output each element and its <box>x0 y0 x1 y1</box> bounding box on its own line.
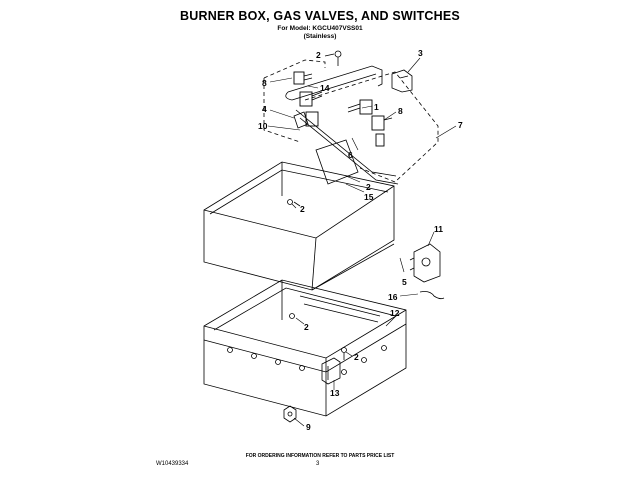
bracket-part-3 <box>391 69 413 93</box>
callout: 8 <box>262 78 267 88</box>
callout: 2 <box>366 182 371 192</box>
spark-module-plate <box>315 139 359 185</box>
wire-part-16 <box>419 291 445 300</box>
callout: 3 <box>418 48 423 58</box>
switch-part-4 <box>293 111 309 129</box>
finish-line: (Stainless) <box>303 33 337 40</box>
callout: 2 <box>354 352 359 362</box>
ordering-note: FOR ORDERING INFORMATION REFER TO PARTS … <box>245 453 395 459</box>
callout: 2 <box>316 50 321 60</box>
callout: 15 <box>364 192 374 202</box>
callout: 11 <box>434 224 443 234</box>
leader-lines <box>267 57 457 427</box>
page-title: BURNER BOX, GAS VALVES, AND SWITCHES <box>180 9 460 23</box>
callout: 7 <box>458 120 463 130</box>
gas-manifold <box>285 65 399 185</box>
callout: 4 <box>262 104 267 114</box>
gas-valve-left <box>293 71 323 127</box>
callout: 10 <box>258 121 268 131</box>
callout: 2 <box>304 322 309 332</box>
nut-part-9 <box>283 405 297 423</box>
gas-valve-right <box>347 99 393 147</box>
part-11-block <box>409 243 441 283</box>
model-line: For Model: KGCU407VSS01 <box>277 25 363 32</box>
screw-top <box>334 50 342 66</box>
burner-box <box>203 161 395 291</box>
callout-labels: 2 3 8 14 1 8 4 10 7 6 2 15 2 11 5 16 12 … <box>258 48 463 432</box>
base-pan <box>203 279 407 417</box>
valve-assembly-outline <box>263 59 439 183</box>
callout: 5 <box>402 277 407 287</box>
page-number: 3 <box>316 461 320 467</box>
callout: 16 <box>388 292 398 302</box>
callout: 1 <box>374 102 379 112</box>
callout: 13 <box>330 388 340 398</box>
callout: 9 <box>306 422 311 432</box>
document-id: W10439334 <box>156 461 189 467</box>
bracket-part-13 <box>321 357 341 385</box>
callout: 6 <box>348 150 353 160</box>
callout: 12 <box>390 308 400 318</box>
callout: 14 <box>320 83 330 93</box>
callout: 8 <box>398 106 403 116</box>
callout: 2 <box>300 204 305 214</box>
